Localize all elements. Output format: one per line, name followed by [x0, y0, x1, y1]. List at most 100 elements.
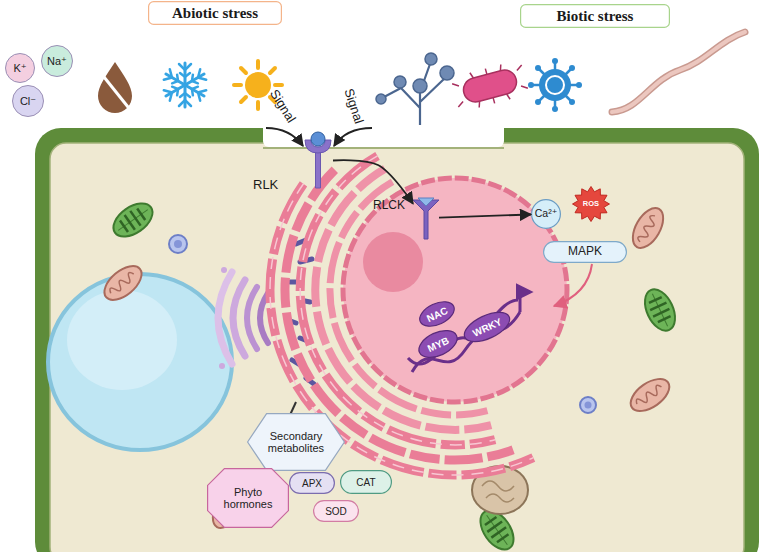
nucleus [343, 178, 567, 402]
mitochondrion [627, 203, 670, 253]
spike-tips [528, 58, 582, 112]
wall-opening [263, 118, 504, 147]
outline-shape [415, 325, 462, 363]
node-label: APX [289, 472, 335, 494]
signal-arrow [266, 128, 303, 146]
vesicle-outer [580, 397, 596, 413]
node-text: Phyto hormones [219, 486, 277, 510]
outline-shape [208, 469, 289, 528]
node-label: K⁺ [5, 53, 35, 83]
signal-arrow [554, 264, 592, 306]
node-text: ROS [583, 200, 599, 208]
pili [451, 59, 530, 112]
output-hexagon: Secondary metabolites [247, 413, 345, 471]
outline-shape [13, 86, 44, 117]
node-label: MAPK [543, 241, 627, 263]
outline-shape [544, 242, 627, 263]
node-text: MAPK [568, 245, 602, 258]
outline-shape [290, 473, 335, 494]
node-label: CAT [340, 470, 392, 494]
node-label: Secondary metabolites [247, 413, 345, 471]
vacuole-body [48, 274, 232, 450]
mitochondrion [98, 260, 147, 307]
golgi-vesicle [221, 267, 227, 273]
mitochondrion [625, 373, 675, 418]
vesicle [580, 397, 596, 413]
stress-category-box: Biotic stress [520, 4, 670, 28]
nuclear-envelope [343, 178, 567, 402]
node-label: Abiotic stress [148, 1, 282, 25]
nucleolus [363, 232, 423, 292]
snowflake-arm [163, 69, 188, 90]
outline-shape [416, 297, 458, 331]
ion-circle: Cl⁻ [12, 85, 44, 117]
kinase-cascade-box: MAPK [543, 241, 627, 263]
cold-icon [163, 63, 207, 107]
node-text: Biotic stress [557, 8, 634, 25]
antioxidant-enzyme: SOD [313, 500, 359, 522]
signal-connector [333, 160, 413, 203]
virus-spikes [531, 61, 579, 109]
outline-shape [42, 46, 73, 77]
spores [376, 53, 454, 104]
node-label: Cl⁻ [12, 85, 44, 117]
outline-shape [248, 414, 345, 471]
receptor-kinase: RLK [303, 130, 333, 188]
node-text: CAT [356, 477, 375, 488]
hyphae [384, 64, 445, 125]
node-label: Biotic stress [520, 4, 670, 28]
output-octagon: Phyto hormones [207, 468, 289, 528]
vesicle [169, 235, 187, 253]
outline-shape [6, 54, 35, 83]
bacterium-body [461, 67, 519, 104]
outline-shape [311, 132, 325, 146]
vesicle-inner [585, 402, 592, 409]
golgi-apparatus [218, 267, 268, 369]
worm-body [612, 32, 745, 112]
node-text: MYB [426, 334, 451, 353]
receptor-like-cytoplasmic-kinase: RLCK [413, 197, 439, 239]
outline-shape [460, 306, 514, 347]
outline-shape [573, 187, 610, 222]
golgi-vesicle [219, 363, 225, 369]
vesicle-outer [169, 235, 187, 253]
node-text: RLCK [373, 199, 405, 212]
node-outline [303, 130, 333, 188]
node-outline [413, 197, 439, 239]
vacuole-highlight [67, 290, 177, 390]
node-text: Secondary metabolites [261, 430, 331, 454]
chloroplast [108, 197, 159, 244]
plasma-membrane [263, 147, 504, 149]
node-text: Na⁺ [47, 55, 67, 67]
drop [98, 62, 132, 113]
drought-icon [98, 62, 132, 113]
node-text: SOD [325, 506, 347, 517]
node-label: Na⁺ [41, 45, 73, 77]
outline-shape [341, 471, 392, 494]
outline-shape [418, 198, 434, 206]
node-label: RLCK [373, 199, 405, 212]
peroxisome-texture [482, 481, 514, 502]
cytoplasm [50, 143, 744, 552]
node-text: K⁺ [13, 62, 26, 74]
signal-arrow [334, 128, 372, 146]
capsid-ring [546, 76, 564, 94]
node-text: APX [302, 478, 322, 489]
ion-circle: K⁺ [5, 53, 35, 83]
outline-shape [314, 501, 359, 522]
vesicle-inner [174, 240, 182, 248]
node-label: SOD [313, 500, 359, 522]
virus-icon [528, 58, 582, 112]
cell-wall [35, 128, 759, 552]
slash [100, 72, 132, 112]
node-text: RLK [253, 178, 278, 192]
fungus-icon [376, 53, 454, 125]
capsid [539, 69, 571, 101]
signal-connector [439, 215, 531, 218]
node-label: RLK [253, 178, 278, 192]
node-label: ROS [572, 186, 610, 222]
stress-category-box: Abiotic stress [148, 1, 282, 25]
vacuole [48, 274, 232, 450]
